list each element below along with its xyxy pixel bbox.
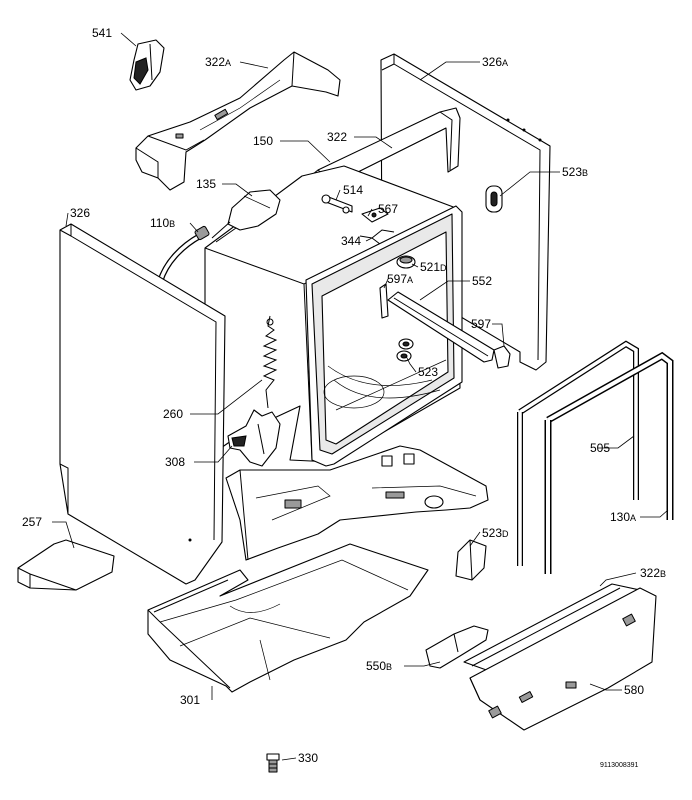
leader-lines (52, 32, 669, 761)
callout-322: 322 (327, 130, 347, 144)
part-301-base-pan (147, 543, 429, 693)
callout-135: 135 (196, 177, 216, 191)
part-326-side-panel (59, 223, 226, 585)
part-257-plinth-block (17, 539, 115, 591)
callout-567: 567 (378, 202, 398, 216)
part-344-spring-clip (359, 229, 395, 245)
callout-110b: 110B (150, 216, 175, 230)
callout-257: 257 (22, 515, 42, 529)
part-130a-seal (544, 351, 674, 574)
part-597-end-cap (493, 345, 511, 369)
part-514-bolt (321, 194, 353, 214)
part-135-funnel (211, 189, 281, 243)
part-base-frame (225, 445, 489, 561)
part-322a-top-bracket (135, 51, 341, 191)
part-541-clip (129, 39, 165, 91)
callout-597: 597 (471, 317, 491, 331)
part-260-spring (262, 315, 278, 409)
callout-labels: 541 322A 326A 150 322 523B 135 514 567 3… (22, 26, 666, 765)
callout-130a: 130A (610, 510, 636, 524)
callout-301: 301 (180, 693, 200, 707)
callout-326: 326 (70, 206, 90, 220)
part-523b-grommet (485, 185, 503, 213)
callout-523d: 523D (482, 526, 509, 540)
part-505-seal (517, 340, 639, 566)
part-330-foot-screw (266, 753, 280, 773)
callout-344: 344 (341, 234, 361, 248)
part-580-kick-plate (469, 587, 657, 731)
callout-260: 260 (163, 407, 183, 421)
callout-308: 308 (165, 455, 185, 469)
callout-150: 150 (253, 134, 273, 148)
callout-514: 514 (343, 183, 363, 197)
callout-326a: 326A (482, 55, 508, 69)
callout-541: 541 (92, 26, 112, 40)
part-552-rail (387, 291, 495, 363)
callout-523: 523 (418, 365, 438, 379)
part-523d-bracket (455, 539, 487, 581)
callout-552: 552 (472, 274, 492, 288)
callout-550b: 550B (366, 659, 392, 673)
callout-322a: 322A (205, 55, 231, 69)
part-597a-rail-clip (379, 283, 389, 319)
part-567-bracket (361, 207, 389, 223)
callout-521d: 521D (420, 260, 447, 274)
part-308-hinge (227, 409, 281, 467)
callout-523b: 523B (562, 165, 588, 179)
callout-330: 330 (298, 751, 318, 765)
callout-580: 580 (624, 683, 644, 697)
part-550b-bracket (425, 625, 489, 669)
part-110b-hose (157, 225, 210, 283)
part-521d-cap (396, 255, 416, 269)
part-inner-tub (305, 205, 463, 467)
drawing-number: 9113008391 (600, 762, 639, 769)
callout-505: 505 (590, 441, 610, 455)
callout-322b: 322B (640, 566, 666, 580)
callout-597a: 597A (387, 272, 413, 286)
